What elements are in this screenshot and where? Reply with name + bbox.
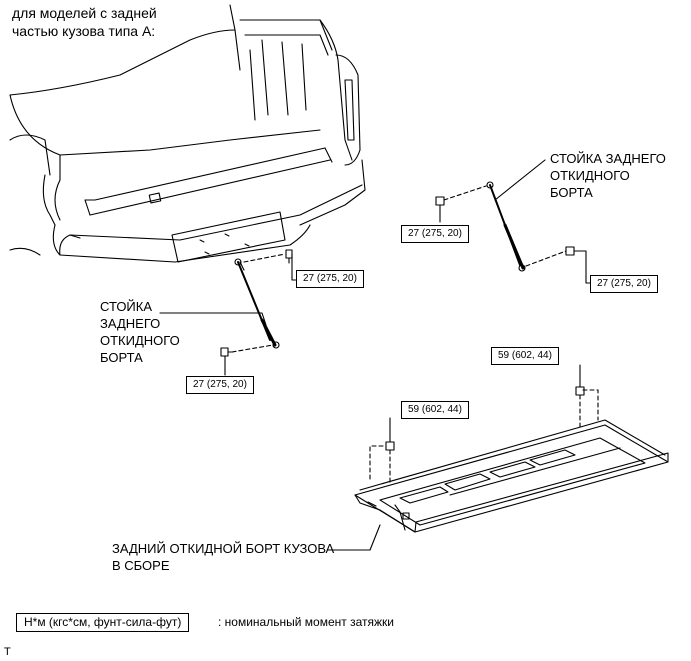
label-left-stay: СТОЙКА ЗАДНЕГО ОТКИДНОГО БОРТА xyxy=(100,298,180,366)
title-line-2: частью кузова типа A: xyxy=(12,23,156,39)
label-left-stay-line-3: ОТКИДНОГО xyxy=(100,333,180,348)
torque-box-gate-right: 59 (602, 44) xyxy=(491,347,559,365)
truck-bed-drawing xyxy=(9,4,366,263)
tailgate-drawing xyxy=(329,364,669,551)
page-title: для моделей с задней частью кузова типа … xyxy=(12,4,157,40)
label-tailgate-line-1: ЗАДНИЙ ОТКИДНОЙ БОРТ КУЗОВА xyxy=(112,541,335,556)
label-left-stay-line-2: ЗАДНЕГО xyxy=(100,316,161,331)
left-stay-drawing xyxy=(159,249,297,376)
legend-description: : номинальный момент затяжки xyxy=(218,615,394,629)
label-right-stay-line-2: ОТКИДНОГО xyxy=(550,168,630,183)
label-right-stay-line-1: СТОЙКА ЗАДНЕГО xyxy=(550,151,666,166)
torque-box-left-lower: 27 (275, 20) xyxy=(186,376,254,394)
right-stay-drawing xyxy=(435,159,591,284)
label-right-stay: СТОЙКА ЗАДНЕГО ОТКИДНОГО БОРТА xyxy=(550,150,666,201)
label-tailgate: ЗАДНИЙ ОТКИДНОЙ БОРТ КУЗОВА В СБОРЕ xyxy=(112,540,334,574)
label-right-stay-line-3: БОРТА xyxy=(550,185,593,200)
torque-box-gate-left: 59 (602, 44) xyxy=(401,401,469,419)
label-tailgate-line-2: В СБОРЕ xyxy=(112,558,170,573)
footer-mark: T xyxy=(4,646,11,658)
legend-unit-box: Н*м (кгс*см, фунт-сила-фут) xyxy=(16,613,190,632)
label-left-stay-line-1: СТОЙКА xyxy=(100,299,153,314)
torque-box-right-upper: 27 (275, 20) xyxy=(401,225,469,243)
label-left-stay-line-4: БОРТА xyxy=(100,350,143,365)
torque-box-right-lower: 27 (275, 20) xyxy=(590,275,658,293)
title-line-1: для моделей с задней xyxy=(12,5,157,21)
torque-box-left-upper: 27 (275, 20) xyxy=(296,270,364,288)
